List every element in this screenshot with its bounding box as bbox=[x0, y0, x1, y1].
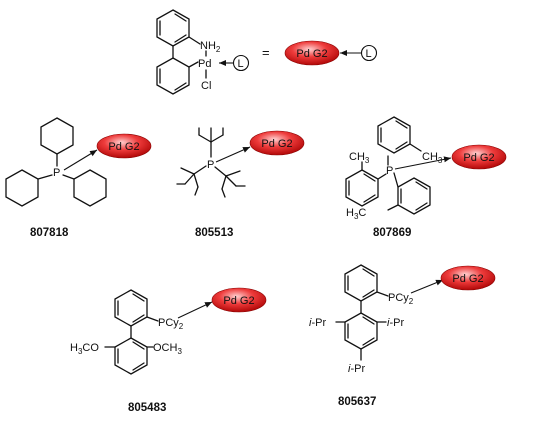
compound-id: 805637 bbox=[338, 396, 376, 408]
pd-g2-label: Pd G2 bbox=[223, 295, 254, 307]
ligand-label: L bbox=[238, 58, 244, 70]
compound-805513: P Pd G2 805513 bbox=[176, 127, 305, 239]
compound-807869: CH3 CH3 P H3C Pd G2 807869 bbox=[345, 116, 507, 239]
cl-label: Cl bbox=[201, 80, 211, 92]
compound-id: 805483 bbox=[128, 402, 166, 414]
h3c-label: H3C bbox=[346, 207, 366, 221]
pd-g2-label: Pd G2 bbox=[452, 273, 483, 285]
och3-right-label: OCH3 bbox=[153, 342, 182, 356]
compound-id: 807818 bbox=[30, 227, 69, 239]
pd-g2-pill bbox=[440, 265, 496, 291]
equals-sign: = bbox=[262, 45, 270, 60]
ipr-left-label: i-Pr bbox=[309, 317, 326, 329]
compound-805483: PCy2 H3CO OCH3 Pd G2 805483 bbox=[70, 287, 267, 414]
ipr-right-label: i-Pr bbox=[387, 317, 404, 329]
precatalyst-structure: NH2 Pd Cl L bbox=[156, 9, 250, 95]
ch3-label-2: CH3 bbox=[349, 151, 370, 165]
compound-id: 805513 bbox=[195, 227, 233, 239]
pd-g2-label: Pd G2 bbox=[261, 138, 292, 150]
pcy2-label: PCy2 bbox=[158, 317, 184, 331]
phosphorus-label: P bbox=[207, 159, 214, 171]
pd-g2-pill-header: Pd G2 bbox=[284, 40, 340, 66]
pcy2-label: PCy2 bbox=[388, 292, 414, 306]
pd-g2-pill bbox=[249, 130, 305, 156]
compound-805637: PCy2 i-Pr i-Pr i-Pr Pd G2 805637 bbox=[309, 264, 496, 408]
nh2-label: NH2 bbox=[200, 40, 221, 54]
phosphorus-label: P bbox=[53, 167, 60, 179]
ligand-circle bbox=[232, 54, 250, 72]
ipr-bottom-label: i-Pr bbox=[348, 363, 365, 375]
compound-id: 807869 bbox=[373, 227, 411, 239]
phosphorus-label: P bbox=[386, 165, 393, 177]
pd-label: Pd bbox=[198, 58, 211, 70]
pd-g2-pill bbox=[96, 133, 152, 159]
compound-807818: P Pd G2 807818 bbox=[5, 117, 152, 239]
pd-g2-label: Pd G2 bbox=[108, 141, 139, 153]
ligand-circle-2 bbox=[360, 44, 378, 62]
ligand-label-2: L bbox=[366, 48, 372, 60]
och3-left-label: H3CO bbox=[70, 342, 99, 356]
pd-g2-pill bbox=[451, 144, 507, 170]
pd-g2-pill bbox=[211, 287, 267, 313]
pd-g2-label: Pd G2 bbox=[463, 152, 494, 164]
svg-text:Pd G2: Pd G2 bbox=[296, 48, 327, 60]
